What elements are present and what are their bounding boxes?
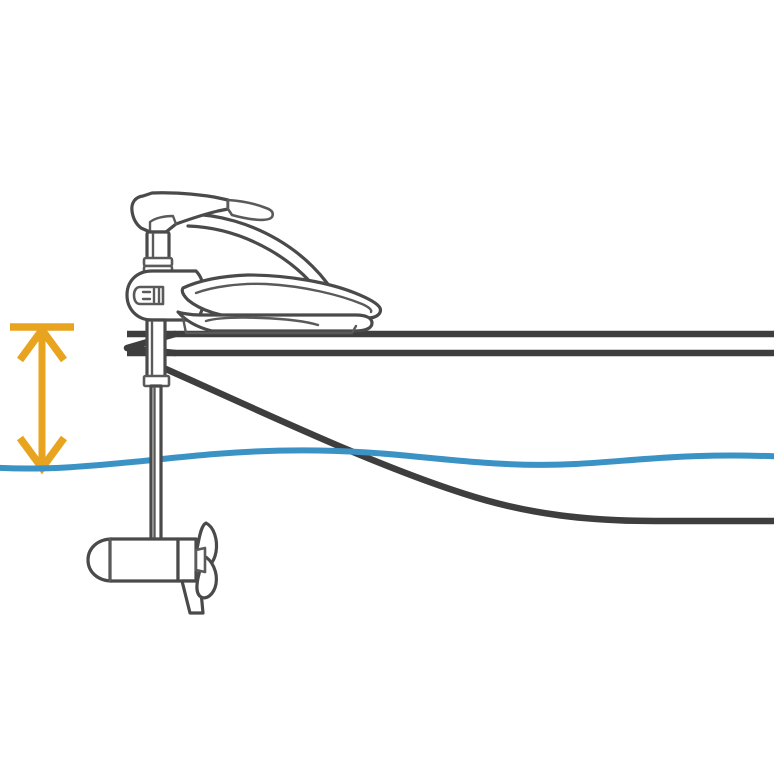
motor-lower-unit	[86, 537, 205, 615]
control-panel-icon	[132, 285, 165, 306]
foot-pedal-assembly	[176, 273, 383, 335]
propeller-icon	[194, 521, 219, 600]
arrow-up-icon	[16, 323, 68, 363]
boat-hull-bottom-line	[146, 358, 774, 525]
water-surface-line	[0, 447, 774, 472]
tiller-handle	[130, 191, 275, 234]
trolling-motor	[86, 191, 383, 615]
upper-shaft-collar	[142, 230, 174, 275]
